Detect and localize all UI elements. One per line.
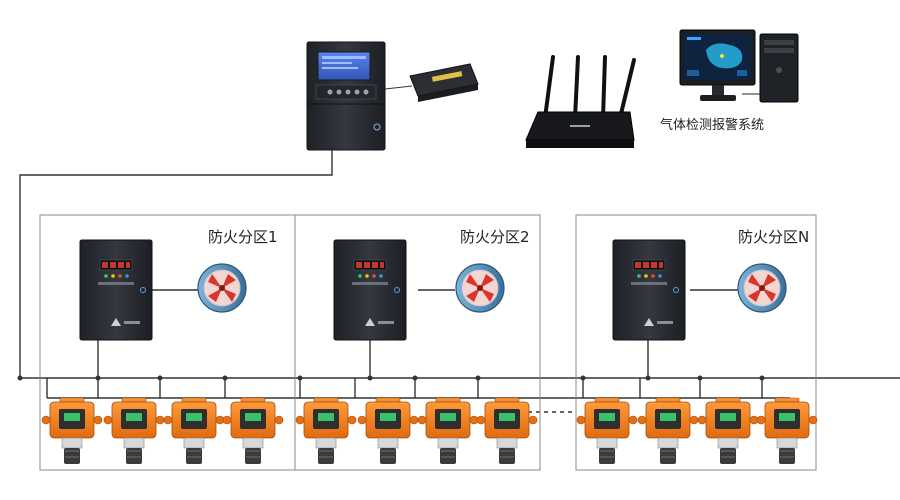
gas-detector: [357, 397, 419, 465]
zone-1-fan: [197, 263, 247, 313]
gas-detectors: [41, 397, 818, 465]
zone-2-title: 防火分区2: [460, 228, 530, 246]
system-label: 气体检测报警系统: [660, 117, 764, 133]
zone-n-controller: [612, 239, 686, 341]
gas-detector: [222, 397, 284, 465]
router: [525, 55, 636, 148]
zone-n: 防火分区N: [575, 214, 817, 471]
gas-detector: [163, 397, 225, 465]
junctions: [17, 375, 765, 381]
zone-n-fan: [737, 263, 787, 313]
zone-1-title: 防火分区1: [208, 228, 278, 246]
main-alarm-controller: [306, 41, 386, 151]
monitoring-computer: [679, 29, 799, 103]
zone-1-controller: [79, 239, 153, 341]
communication-module: [384, 63, 479, 102]
gas-detector: [417, 397, 479, 465]
gas-detector: [295, 397, 357, 465]
gas-detector: [637, 397, 699, 465]
gas-detector: [103, 397, 165, 465]
gas-detector: [576, 397, 638, 465]
zone-2: 防火分区2: [294, 214, 541, 471]
zone-2-controller: [333, 239, 407, 341]
gas-detector: [41, 397, 103, 465]
zone-2-fan: [455, 263, 505, 313]
gas-detector: [756, 397, 818, 465]
gas-detector: [697, 397, 759, 465]
gas-detector: [476, 397, 538, 465]
zone-n-title: 防火分区N: [738, 228, 809, 246]
